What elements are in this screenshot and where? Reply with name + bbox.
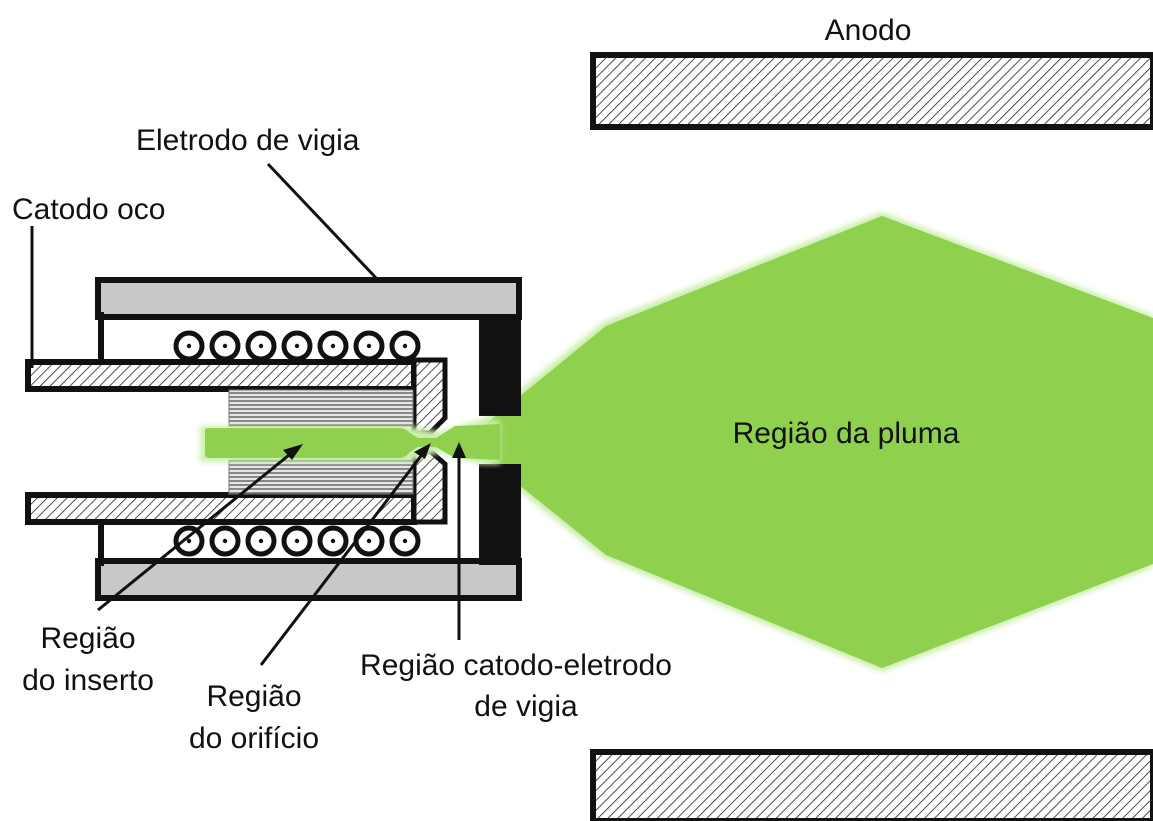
keeper-electrode-label: Eletrodo de vigia	[136, 124, 360, 157]
orifice-region-label-line1: Região	[206, 680, 301, 713]
insert-plasma	[205, 424, 500, 460]
hollow-cathode-label: Catodo oco	[12, 193, 165, 226]
orifice-region-label-line2: do orifício	[189, 722, 319, 755]
heater-coil-dot	[402, 343, 408, 349]
arrow-orifice-region	[259, 443, 431, 666]
heater-coil-dot	[258, 538, 264, 544]
keeper-top-bar	[95, 277, 522, 320]
orifice-plate-bottom	[411, 448, 448, 525]
orifice-plate-top	[411, 357, 448, 436]
heater-coil-top	[173, 330, 421, 362]
heater-coil-dot	[294, 343, 300, 349]
heater-coil-dot	[186, 343, 192, 349]
heater-coil-dot	[258, 343, 264, 349]
keeper-bottom-bar	[95, 558, 522, 601]
heater-coil-dot	[366, 343, 372, 349]
heater-coil-dot	[294, 538, 300, 544]
plume-region-label: Região da pluma	[733, 417, 960, 450]
cathode-tube-top	[25, 359, 417, 392]
heater-coil-dot	[186, 538, 192, 544]
insert-region-label-line2: do inserto	[22, 664, 154, 697]
arrow-cathode-keeper-region	[452, 442, 466, 640]
insert-region-label-line1: Região	[40, 622, 135, 655]
insert-bottom	[228, 459, 414, 495]
keeper-face-bottom	[479, 464, 521, 565]
heater-coil-dot	[366, 538, 372, 544]
heater-coil-dot	[402, 538, 408, 544]
heater-coil-bottom	[173, 525, 421, 557]
heater-coil-dot	[222, 538, 228, 544]
insert-top	[228, 389, 414, 427]
cathode-keeper-region-label-line2: de vigia	[474, 690, 578, 723]
heater-coil-dot	[222, 343, 228, 349]
arrow-insert-region	[97, 444, 303, 612]
anode-label: Anodo	[825, 14, 912, 47]
plume-region	[487, 216, 1153, 668]
anode-bottom-plate	[590, 749, 1153, 821]
keeper-face-top	[479, 314, 521, 416]
cathode-keeper-region-label-line1: Região catodo-eletrodo	[360, 649, 672, 682]
heater-coil-dot	[330, 343, 336, 349]
heater-coil-dot	[330, 538, 336, 544]
anode-top-plate	[590, 52, 1153, 130]
leader-keeper	[266, 162, 380, 282]
